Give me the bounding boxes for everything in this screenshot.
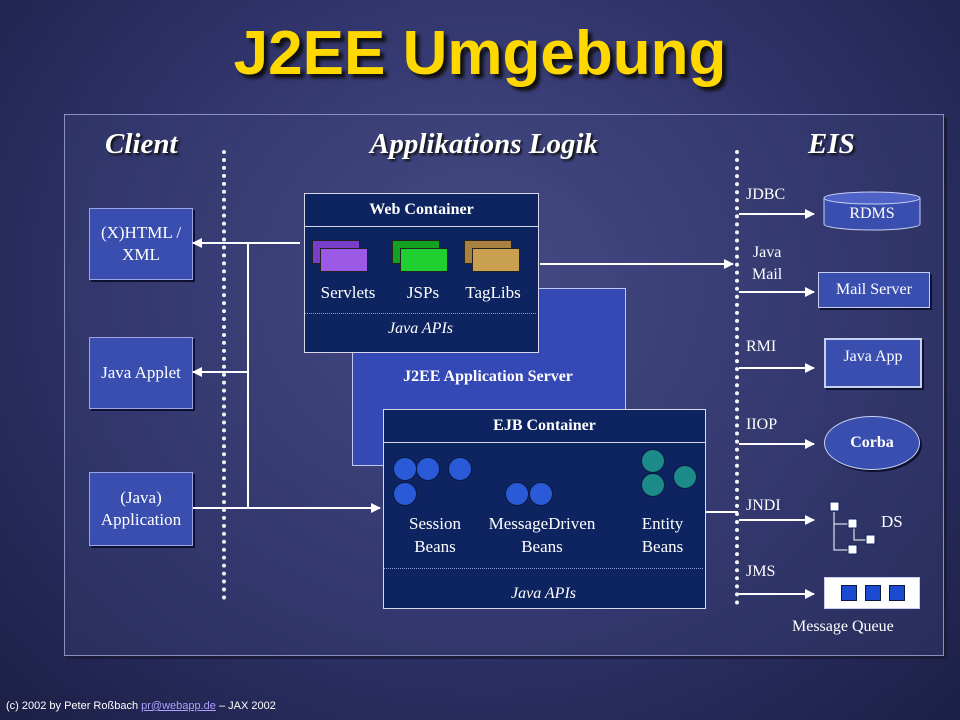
entity-beans-label: Entity Beans bbox=[625, 513, 700, 559]
servlets-icon-front bbox=[320, 248, 368, 272]
message-driven-beans-label: MessageDriven Beans bbox=[472, 513, 612, 559]
footer-prefix: (c) 2002 by Peter Roßbach bbox=[6, 700, 142, 712]
jdbc-label: JDBC bbox=[746, 186, 786, 203]
session-beans-label: Session Beans bbox=[393, 513, 477, 559]
jsps-label: JSPs bbox=[406, 283, 440, 302]
client-column-header: Client bbox=[105, 128, 178, 160]
java-app-box: Java App bbox=[824, 338, 922, 388]
message-queue-icon bbox=[824, 577, 920, 609]
label-line: Mail bbox=[752, 266, 783, 284]
servlets-label: Servlets bbox=[320, 283, 376, 302]
web-container-apis: Java APIs bbox=[387, 320, 453, 337]
rdms-label: RDMS bbox=[849, 205, 895, 222]
taglibs-icon-front bbox=[472, 248, 520, 272]
session-bean-icon bbox=[393, 482, 417, 506]
ejb-container-title: EJB Container bbox=[384, 410, 705, 443]
client-box-applet: Java Applet bbox=[89, 337, 193, 409]
entity-bean-icon bbox=[641, 449, 665, 473]
client-box-label: (Java) Application bbox=[100, 487, 182, 529]
ds-tree-icon bbox=[829, 501, 876, 555]
web-container: Web Container bbox=[304, 193, 539, 353]
ds-label: DS bbox=[881, 512, 903, 531]
eis-separator bbox=[735, 150, 739, 605]
iiop-label: IIOP bbox=[746, 416, 778, 433]
message-queue-label: Message Queue bbox=[792, 618, 894, 635]
label-line: Beans bbox=[414, 536, 456, 556]
message-bean-icon bbox=[505, 482, 529, 506]
java-app-label: Java App bbox=[843, 348, 903, 365]
corba-ellipse: Corba bbox=[824, 416, 920, 470]
ejb-container-divider bbox=[384, 568, 703, 569]
application-server-label: J2EE Application Server bbox=[403, 368, 573, 385]
entity-bean-icon bbox=[641, 473, 665, 497]
label-line: Java bbox=[752, 244, 782, 261]
client-box-xhtml: (X)HTML / XML bbox=[89, 208, 193, 280]
rdms-database-icon bbox=[823, 191, 921, 231]
client-box-application: (Java) Application bbox=[89, 472, 193, 546]
web-container-divider bbox=[305, 313, 536, 314]
page-title: J2EE Umgebung bbox=[233, 19, 727, 88]
session-bean-icon bbox=[416, 457, 440, 481]
java-mail-label: Java Mail bbox=[752, 242, 782, 287]
session-bean-icon bbox=[448, 457, 472, 481]
entity-bean-icon bbox=[673, 465, 697, 489]
mail-server-box: Mail Server bbox=[818, 272, 930, 308]
label-line: Session bbox=[409, 514, 461, 533]
queue-slot bbox=[865, 585, 881, 601]
mail-server-label: Mail Server bbox=[836, 281, 912, 298]
label-line: Beans bbox=[641, 536, 684, 556]
queue-slot bbox=[841, 585, 857, 601]
footer-email-link[interactable]: pr@webapp.de bbox=[141, 700, 216, 712]
eis-column-header: EIS bbox=[808, 128, 855, 160]
label-line: Entity bbox=[641, 514, 684, 533]
rmi-label: RMI bbox=[746, 338, 777, 355]
web-container-title: Web Container bbox=[305, 194, 538, 227]
label-line: MessageDriven bbox=[488, 514, 596, 533]
corba-label: Corba bbox=[850, 434, 894, 451]
taglibs-label: TagLibs bbox=[465, 283, 521, 302]
client-separator bbox=[222, 150, 226, 600]
client-box-label: (X)HTML / XML bbox=[100, 222, 182, 264]
jms-label: JMS bbox=[746, 563, 776, 580]
ejb-container: EJB Container bbox=[383, 409, 706, 609]
label-line: Beans bbox=[521, 536, 563, 556]
footer-credit: (c) 2002 by Peter Roßbach pr@webapp.de –… bbox=[6, 700, 276, 712]
client-box-label: Java Applet bbox=[101, 362, 181, 382]
footer-suffix: – JAX 2002 bbox=[215, 700, 276, 712]
jsps-icon-front bbox=[400, 248, 448, 272]
ejb-container-apis: Java APIs bbox=[510, 585, 576, 602]
queue-slot bbox=[889, 585, 905, 601]
jndi-label: JNDI bbox=[746, 497, 781, 514]
message-bean-icon bbox=[529, 482, 553, 506]
logic-column-header: Applikations Logik bbox=[370, 128, 599, 160]
